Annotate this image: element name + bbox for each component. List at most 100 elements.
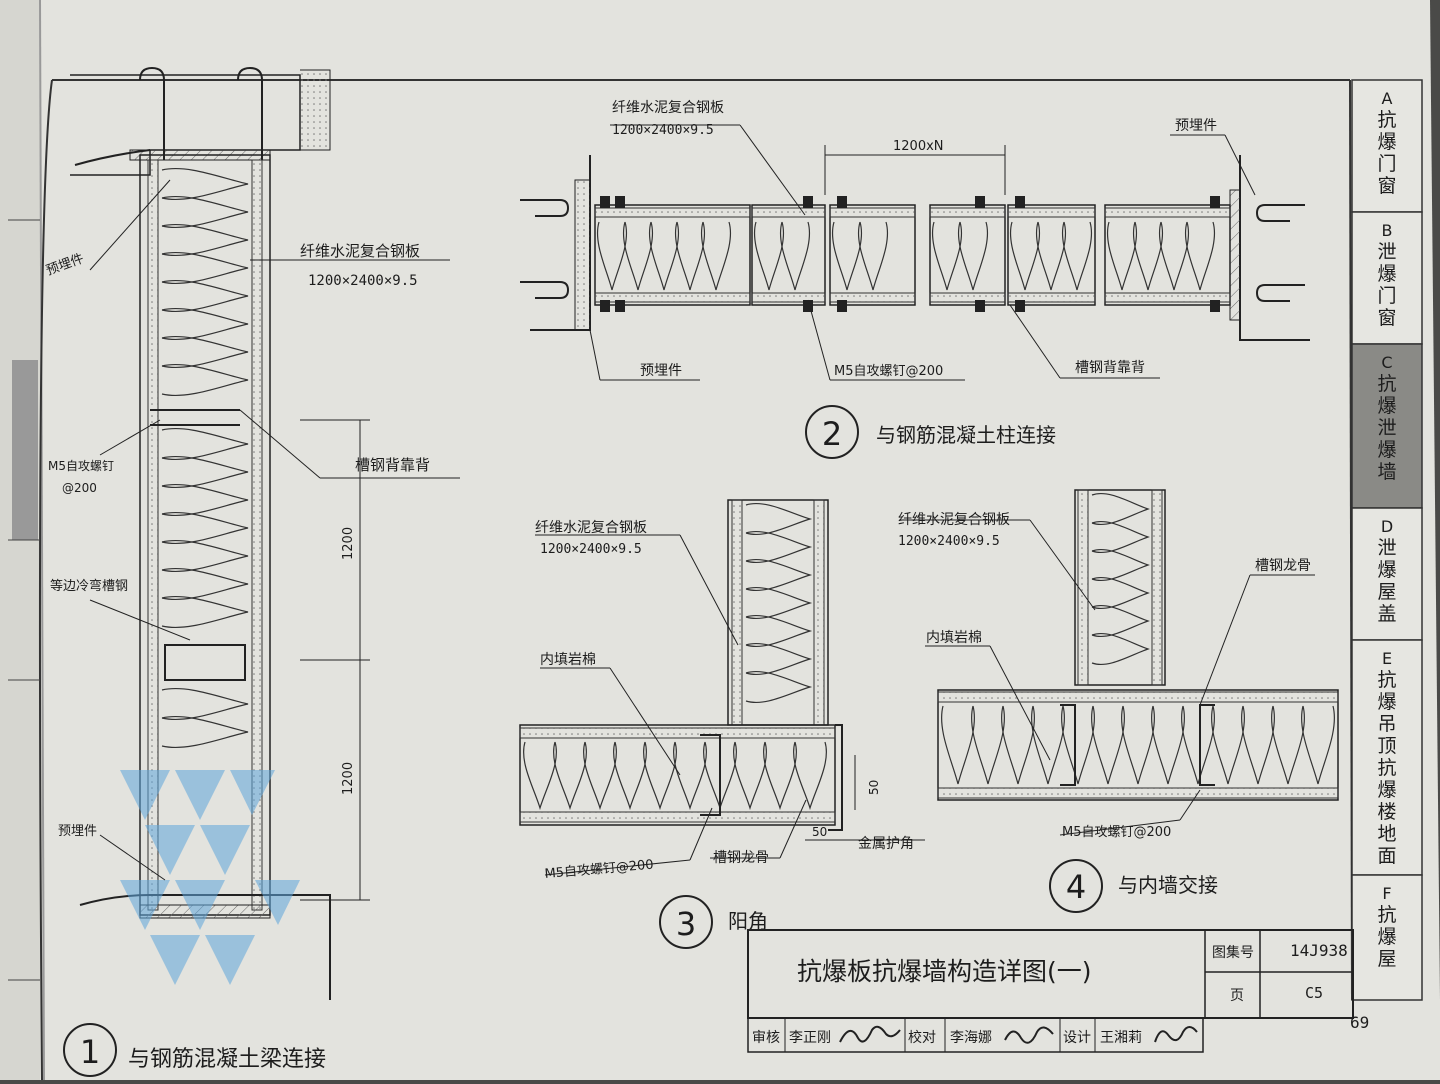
screw-head <box>600 300 610 312</box>
insulation-wave <box>745 671 813 703</box>
tab-label-char: 爆 <box>1377 926 1396 948</box>
insulation-wave <box>161 512 249 544</box>
tab-label-char: 抗 <box>1377 373 1396 395</box>
insulation-wave <box>754 221 784 291</box>
d2-embed-bottom: 预埋件 <box>640 363 682 379</box>
tab-label-char: 爆 <box>1377 131 1396 153</box>
review-label: 审核 <box>752 1030 780 1046</box>
detail-3-vertical-insulation <box>745 503 813 703</box>
d3-number: 3 <box>676 905 696 943</box>
screw-head <box>803 300 813 312</box>
atlas-no: 14J938 <box>1290 941 1348 960</box>
detail-1-drawing <box>70 66 460 1000</box>
insulation-wave <box>1181 705 1215 785</box>
tab-letter: C <box>1381 353 1392 372</box>
insulation-wave <box>733 741 767 811</box>
wall-panel <box>751 204 826 306</box>
insulation-wave <box>958 221 988 291</box>
insulation-wave <box>161 252 249 284</box>
d1-title: 与钢筋混凝土梁连接 <box>128 1047 326 1072</box>
tab-letter: E <box>1382 649 1392 668</box>
insulation-wave <box>161 568 249 600</box>
insulation-wave <box>161 688 249 720</box>
wall-panel <box>594 204 751 306</box>
insulation-wave <box>701 221 731 291</box>
panel-skin <box>751 292 826 303</box>
page-number: 69 <box>1350 1013 1369 1032</box>
insulation-wave <box>161 280 249 312</box>
insulation-wave <box>1271 705 1305 785</box>
panel-skin <box>1007 207 1096 218</box>
screw-head <box>615 196 625 208</box>
designer-signature <box>1154 1026 1198 1043</box>
insulation-wave <box>1036 221 1066 291</box>
screw-head <box>615 300 625 312</box>
insulation-wave <box>1107 221 1137 291</box>
detail-4-horizontal-insulation <box>941 705 1335 785</box>
panel-skin <box>594 292 751 303</box>
d4-title: 与内墙交接 <box>1118 873 1218 897</box>
insulation-wave <box>832 221 862 291</box>
insulation-wave <box>1010 221 1040 291</box>
screw-head <box>1015 196 1025 208</box>
insulation-wave <box>161 308 249 340</box>
detail-4-drawing <box>900 489 1339 913</box>
insulation-wave <box>858 221 888 291</box>
detail-1-insulation <box>161 168 249 748</box>
d1-dim-1200-top: 1200 <box>341 527 356 560</box>
insulation-wave <box>161 336 249 368</box>
panel-skin <box>1104 207 1231 218</box>
tab-label-char: 爆 <box>1377 263 1396 285</box>
panel-skin <box>829 292 916 303</box>
insulation-wave <box>1211 705 1245 785</box>
tab-label-char: 墙 <box>1377 461 1396 483</box>
d2-embed-top: 预埋件 <box>1175 118 1217 134</box>
screw-head <box>1015 300 1025 312</box>
wall-panel <box>929 204 1006 306</box>
panel-skin <box>929 207 1006 218</box>
check-label: 校对 <box>908 1029 936 1046</box>
insulation-wave <box>1091 493 1150 525</box>
tab-label-char: 泄 <box>1377 417 1396 439</box>
tab-letter: F <box>1382 884 1391 903</box>
tab-label-char: 泄 <box>1377 241 1396 263</box>
detail-2-labels: 纤维水泥复合钢板 1200×2400×9.5 预埋件 1200xN 预埋件 M5… <box>612 99 1217 453</box>
d2-number: 2 <box>822 415 842 453</box>
tab-label-char: 盖 <box>1377 603 1396 625</box>
d2-title: 与钢筋混凝土柱连接 <box>876 423 1056 447</box>
detail-2-panels <box>594 196 1231 312</box>
checker-signature <box>1004 1026 1054 1044</box>
insulation-wave <box>1091 605 1150 637</box>
tab-label-char: 面 <box>1377 845 1396 867</box>
page-code: C5 <box>1305 984 1323 1002</box>
insulation-wave <box>161 716 249 748</box>
d2-screw-label: M5自攻螺钉@200 <box>834 364 943 379</box>
tab-label-char: 吊 <box>1377 713 1396 735</box>
d4-board-size: 1200×2400×9.5 <box>898 534 1000 549</box>
tab-label-char: 门 <box>1377 285 1396 307</box>
insulation-wave <box>523 741 557 811</box>
tab-label-char: 爆 <box>1377 691 1396 713</box>
tab-label-char: 抗 <box>1377 757 1396 779</box>
screw-head <box>803 196 813 208</box>
wall-panel <box>1007 204 1096 306</box>
insulation-wave <box>745 503 813 535</box>
tab-label-char: 顶 <box>1377 735 1396 757</box>
tab-letter: D <box>1381 517 1393 536</box>
checker-name: 李海娜 <box>950 1030 992 1046</box>
d1-dim-1200-bottom: 1200 <box>341 762 356 795</box>
d1-board-size: 1200×2400×9.5 <box>308 273 418 289</box>
insulation-wave <box>745 559 813 591</box>
d4-screw-label: M5自攻螺钉@200 <box>1062 825 1171 840</box>
tab-label-char: 爆 <box>1377 439 1396 461</box>
insulation-wave <box>1151 705 1185 785</box>
d1-embed-label-bottom: 预埋件 <box>58 824 97 839</box>
d3-board-label: 纤维水泥复合钢板 <box>535 519 647 536</box>
